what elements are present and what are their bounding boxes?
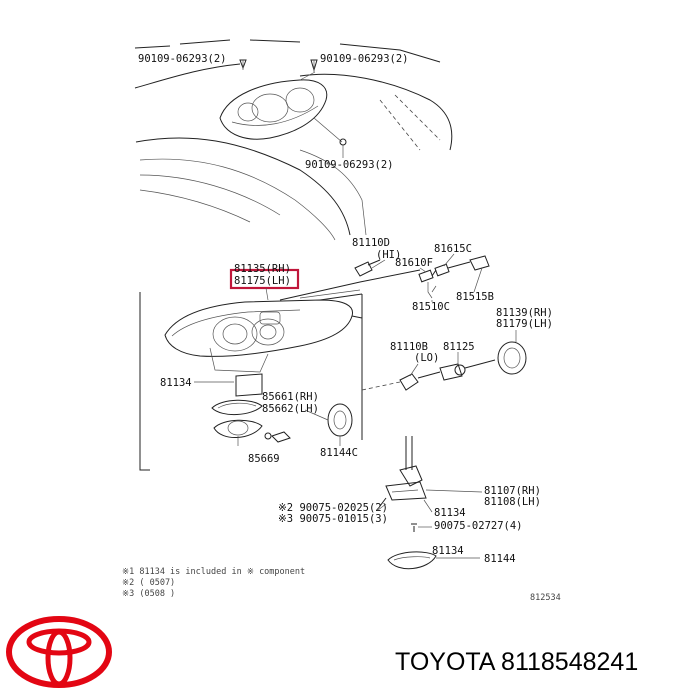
callout-81179-lh: 81179(LH) xyxy=(496,318,553,330)
callout-81125: 81125 xyxy=(443,341,475,353)
callout-90075-02727: 90075-02727(4) xyxy=(434,520,523,532)
callout-81134-left: 81134 xyxy=(160,377,192,389)
callout-90075-02025: ※2 90075-02025(2) xyxy=(278,502,388,514)
toyota-logo-icon xyxy=(6,616,112,688)
headlamp-assembly-illustration xyxy=(139,269,421,471)
callout-81144c: 81144C xyxy=(320,447,358,459)
callout-81144: 81144 xyxy=(484,553,516,565)
callout-81134-mid: 81134 xyxy=(434,507,466,519)
callout-81610f: 81610F xyxy=(395,257,433,269)
callout-81110b-sub: (LO) xyxy=(414,352,439,364)
callout-90075-01015: ※3 90075-01015(3) xyxy=(278,513,388,525)
callout-85662-lh: 85662(LH) xyxy=(262,403,319,415)
callout-81135-rh: 81135(RH) xyxy=(234,263,291,275)
callout-81107-rh: 81107(RH) xyxy=(484,485,541,497)
vehicle-front-illustration xyxy=(134,39,453,241)
footnote-3: ※3 (0508 ) xyxy=(122,589,175,599)
callout-81110d: 81110D xyxy=(352,237,390,249)
figure-code: 812534 xyxy=(530,593,561,603)
callout-81175-lh: 81175(LH) xyxy=(234,275,291,287)
callout-81110b: 81110B xyxy=(390,341,428,353)
gasket-icon xyxy=(211,373,263,446)
callout-85669: 85669 xyxy=(248,453,280,465)
callout-90109-lower: 90109-06293(2) xyxy=(305,159,394,171)
bulb-socket-icon xyxy=(354,259,381,277)
footnote-2: ※2 ( 0507) xyxy=(122,578,175,588)
wiring-connector-icon xyxy=(418,255,490,299)
bracket-assembly-icon xyxy=(379,436,437,570)
footnote-1: ※1 81134 is included in ※ component xyxy=(122,567,305,577)
low-beam-bulb-icon xyxy=(361,341,527,391)
callout-81110d-sub: (HI) xyxy=(376,249,401,261)
callout-81510c: 81510C xyxy=(412,301,450,313)
callout-81515b: 81515B xyxy=(456,291,494,303)
callout-90109-top-left: 90109-06293(2) xyxy=(138,53,227,65)
callout-81615c: 81615C xyxy=(434,243,472,255)
brand-part-number: TOYOTA 8118548241 xyxy=(395,648,639,676)
callout-85661-rh: 85661(RH) xyxy=(262,391,319,403)
callout-81108-lh: 81108(LH) xyxy=(484,496,541,508)
callout-90109-top-right: 90109-06293(2) xyxy=(320,53,409,65)
callout-81139-rh: 81139(RH) xyxy=(496,307,553,319)
callout-81134-low: 81134 xyxy=(432,545,464,557)
highlighted-part-box xyxy=(229,268,300,290)
